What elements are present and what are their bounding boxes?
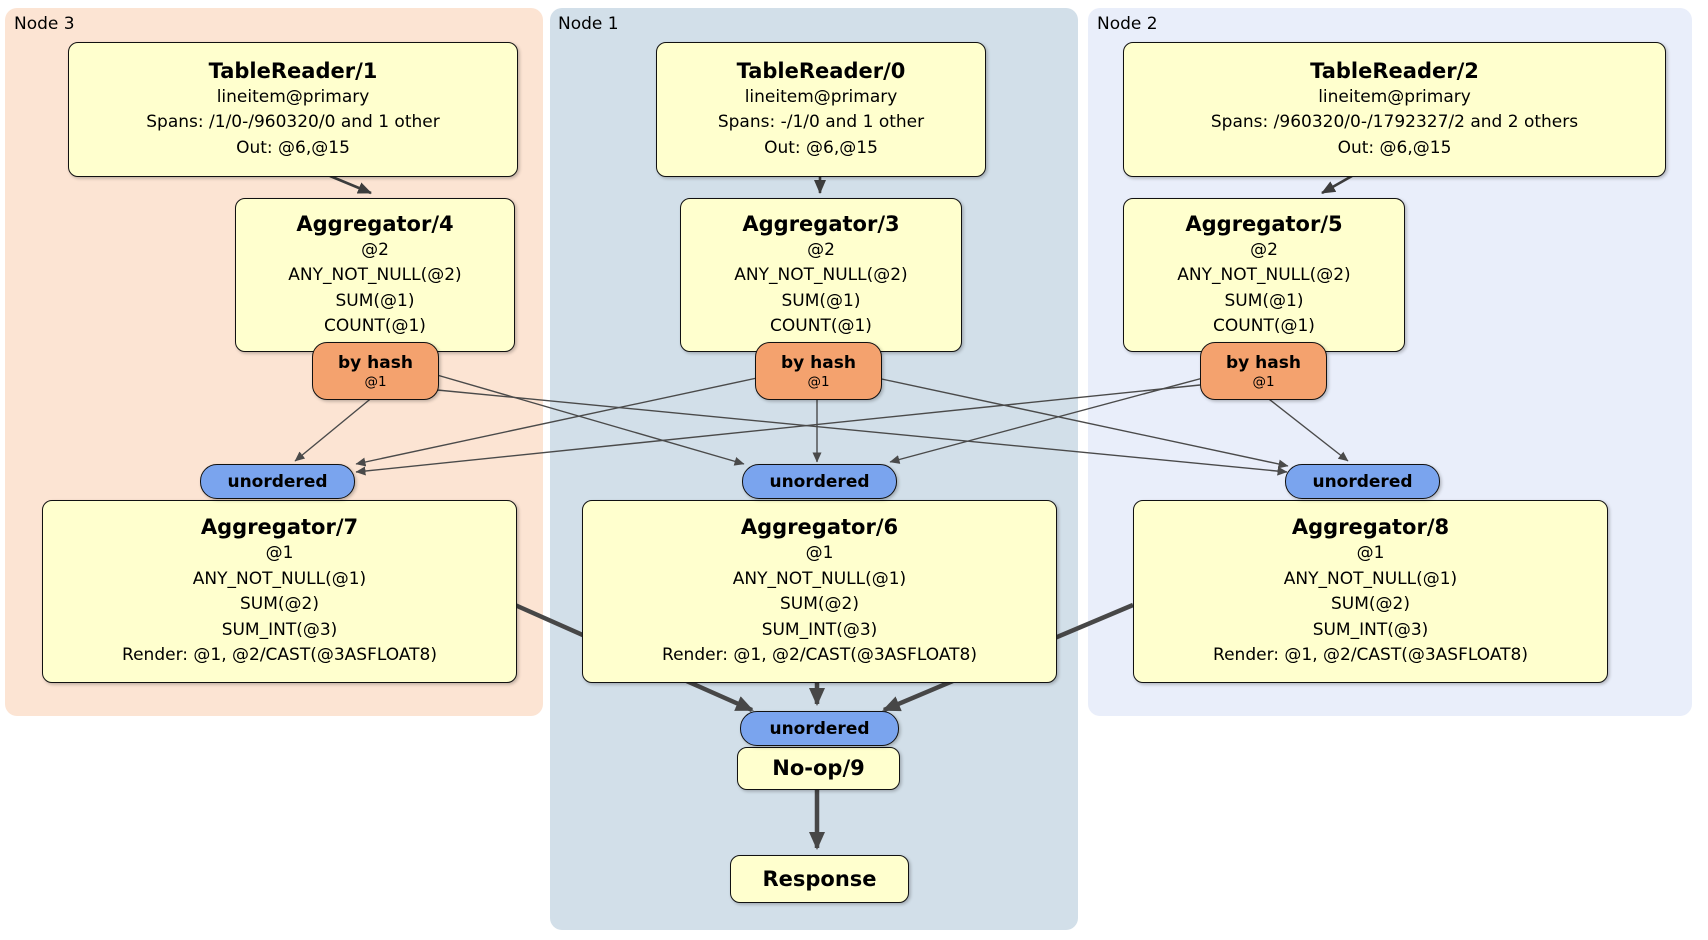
processor-line: COUNT(@1) bbox=[1213, 316, 1315, 336]
processor-line: Render: @1, @2/CAST(@3ASFLOAT8) bbox=[662, 645, 977, 666]
processor-title: Aggregator/8 bbox=[1291, 515, 1450, 540]
router-label: by hash bbox=[1226, 352, 1301, 373]
processor-title: TableReader/0 bbox=[736, 58, 906, 83]
processor-line: lineitem@primary bbox=[744, 86, 898, 107]
processor-line: @2 bbox=[361, 239, 389, 260]
processor-line: @1 bbox=[1356, 543, 1385, 564]
processor-line: Out: @6,@15 bbox=[1337, 137, 1452, 158]
processor-aggregator-6: Aggregator/6 @1 ANY_NOT_NULL(@1) SUM(@2)… bbox=[582, 500, 1057, 683]
processor-line: SUM(@1) bbox=[1224, 290, 1304, 311]
region-label-node1: Node 1 bbox=[558, 14, 619, 34]
processor-line: @1 bbox=[805, 543, 834, 564]
processor-line: COUNT(@1) bbox=[770, 316, 872, 336]
processor-line: ANY_NOT_NULL(@2) bbox=[734, 265, 908, 285]
processor-line: Spans: /1/0-/960320/0 and 1 other bbox=[146, 112, 440, 133]
processor-line: @2 bbox=[1250, 239, 1278, 260]
processor-line: ANY_NOT_NULL(@2) bbox=[288, 265, 462, 285]
processor-line: SUM(@2) bbox=[780, 594, 859, 615]
processor-line: lineitem@primary bbox=[1318, 86, 1471, 107]
processor-title: Aggregator/3 bbox=[742, 211, 900, 236]
sync-unordered-node3: unordered bbox=[200, 464, 355, 499]
processor-line: SUM_INT(@3) bbox=[221, 619, 338, 640]
processor-line: SUM(@1) bbox=[781, 290, 861, 311]
processor-title: No-op/9 bbox=[772, 756, 865, 780]
processor-line: Render: @1, @2/CAST(@3ASFLOAT8) bbox=[1213, 645, 1528, 666]
processor-line: ANY_NOT_NULL(@1) bbox=[732, 568, 907, 589]
processor-title: Aggregator/7 bbox=[200, 515, 359, 540]
processor-line: Spans: -/1/0 and 1 other bbox=[717, 112, 925, 133]
processor-line: Out: @6,@15 bbox=[236, 137, 350, 158]
router-detail: @1 bbox=[364, 373, 387, 390]
processor-tablereader-1: TableReader/1 lineitem@primary Spans: /1… bbox=[68, 42, 518, 177]
sync-unordered-node2: unordered bbox=[1285, 464, 1440, 499]
processor-tablereader-0: TableReader/0 lineitem@primary Spans: -/… bbox=[656, 42, 986, 177]
sync-unordered-node1: unordered bbox=[742, 464, 897, 499]
processor-line: ANY_NOT_NULL(@2) bbox=[1177, 265, 1351, 285]
processor-title: TableReader/1 bbox=[208, 58, 378, 83]
processor-title: Aggregator/4 bbox=[296, 211, 454, 236]
hash-router-edges bbox=[294, 374, 1349, 476]
processor-title: Aggregator/5 bbox=[1185, 211, 1343, 236]
processor-title: TableReader/2 bbox=[1310, 58, 1479, 83]
processor-noop-9: No-op/9 bbox=[737, 747, 900, 790]
processor-line: COUNT(@1) bbox=[324, 316, 426, 336]
router-by-hash-node2: by hash @1 bbox=[1200, 342, 1327, 400]
processor-response: Response bbox=[730, 855, 909, 903]
router-detail: @1 bbox=[807, 373, 830, 390]
processor-line: SUM(@2) bbox=[240, 594, 319, 615]
router-by-hash-node1: by hash @1 bbox=[755, 342, 882, 400]
processor-line: SUM(@2) bbox=[1331, 594, 1410, 615]
processor-line: Spans: /960320/0-/1792327/2 and 2 others bbox=[1210, 112, 1579, 133]
router-label: by hash bbox=[338, 352, 413, 373]
processor-title: Aggregator/6 bbox=[740, 515, 899, 540]
tablereader-edges bbox=[329, 174, 1353, 195]
sync-unordered-final: unordered bbox=[740, 711, 899, 746]
processor-aggregator-7: Aggregator/7 @1 ANY_NOT_NULL(@1) SUM(@2)… bbox=[42, 500, 517, 683]
processor-aggregator-3: Aggregator/3 @2 ANY_NOT_NULL(@2) SUM(@1)… bbox=[680, 198, 962, 352]
processor-line: SUM(@1) bbox=[335, 290, 415, 311]
router-label: by hash bbox=[781, 352, 856, 373]
processor-line: SUM_INT(@3) bbox=[761, 619, 878, 640]
processor-line: ANY_NOT_NULL(@1) bbox=[1283, 568, 1458, 589]
processor-title: Response bbox=[762, 866, 877, 891]
router-detail: @1 bbox=[1252, 373, 1275, 390]
processor-line: Out: @6,@15 bbox=[764, 137, 878, 158]
router-by-hash-node3: by hash @1 bbox=[312, 342, 439, 400]
processor-line: @2 bbox=[807, 239, 835, 260]
processor-line: SUM_INT(@3) bbox=[1312, 619, 1429, 640]
region-label-node3: Node 3 bbox=[14, 14, 75, 34]
processor-aggregator-5: Aggregator/5 @2 ANY_NOT_NULL(@2) SUM(@1)… bbox=[1123, 198, 1405, 352]
processor-line: @1 bbox=[265, 543, 294, 564]
processor-line: ANY_NOT_NULL(@1) bbox=[192, 568, 367, 589]
region-label-node2: Node 2 bbox=[1097, 14, 1158, 34]
processor-line: lineitem@primary bbox=[216, 86, 370, 107]
processor-tablereader-2: TableReader/2 lineitem@primary Spans: /9… bbox=[1123, 42, 1666, 177]
processor-aggregator-4: Aggregator/4 @2 ANY_NOT_NULL(@2) SUM(@1)… bbox=[235, 198, 515, 352]
processor-line: Render: @1, @2/CAST(@3ASFLOAT8) bbox=[122, 645, 437, 666]
processor-aggregator-8: Aggregator/8 @1 ANY_NOT_NULL(@1) SUM(@2)… bbox=[1133, 500, 1608, 683]
